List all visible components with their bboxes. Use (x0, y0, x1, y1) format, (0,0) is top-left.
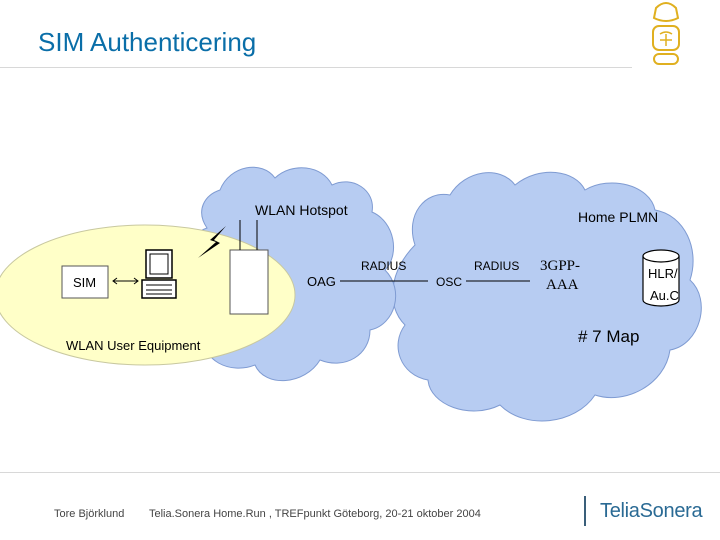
aaa-label-line2: AAA (546, 277, 579, 293)
footer-divider (0, 472, 720, 473)
title-divider (0, 67, 632, 68)
teliasonera-logo: TeliaSonera (600, 500, 703, 522)
osc-label: OSC (436, 275, 462, 289)
slide-title: SIM Authenticering (38, 27, 257, 57)
oag-label: OAG (307, 274, 336, 289)
footer-author: Tore Björklund (54, 508, 125, 520)
sim-label: SIM (73, 275, 96, 290)
database-cylinder-icon (642, 249, 680, 307)
lightning-icon (198, 226, 226, 258)
footer-event: Telia.Sonera Home.Run , TREFpunkt Götebo… (149, 508, 481, 520)
radius-label-1: RADIUS (361, 259, 406, 273)
laptop-icon (141, 249, 177, 299)
home-plmn-cloud (392, 171, 702, 422)
radius-label-2: RADIUS (474, 259, 519, 273)
access-point (229, 249, 269, 315)
map-label: # 7 Map (578, 327, 639, 346)
telia-pebble-logo-icon (652, 2, 680, 65)
hlr-label-line1: HLR/ (648, 266, 678, 281)
wlan-hotspot-label: WLAN Hotspot (255, 202, 348, 218)
link-arrow-icon (112, 277, 139, 285)
network-diagram: SIM WLAN Hotspot Home PLMN OAG RADIUS OS… (0, 166, 702, 422)
aaa-label-line1: 3GPP- (540, 258, 580, 274)
hlr-label-line2: Au.C (650, 288, 679, 303)
antenna-icon (239, 220, 258, 250)
home-plmn-label: Home PLMN (578, 209, 658, 225)
logo-divider (584, 496, 586, 526)
wlan-ue-label: WLAN User Equipment (66, 338, 201, 353)
sim-card-box (61, 265, 109, 299)
